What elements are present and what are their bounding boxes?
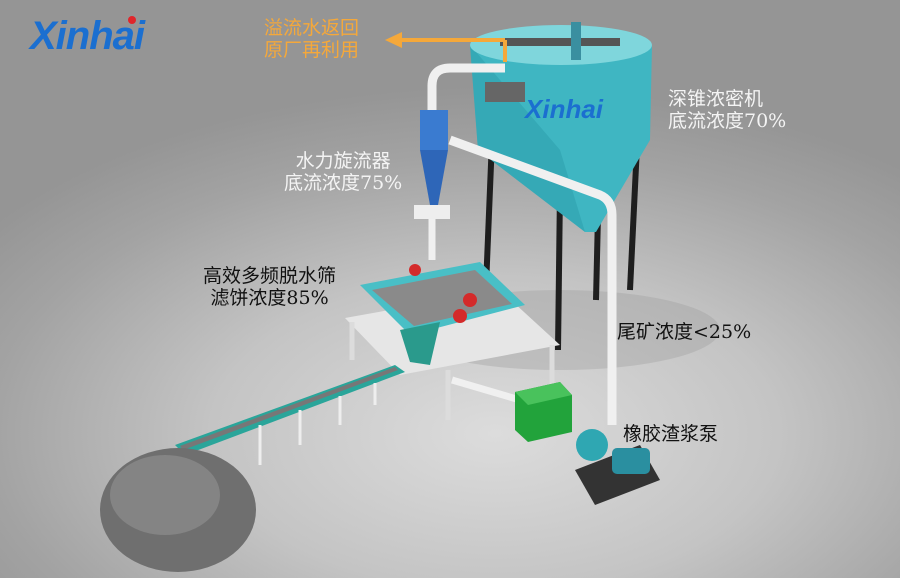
cyclone-line2: 底流浓度75% (284, 172, 403, 194)
tailings-tank (515, 382, 572, 442)
pipes (427, 63, 617, 425)
screen-line2: 滤饼浓度85% (210, 287, 329, 309)
filter-cake-pile (100, 448, 256, 572)
thickener-line1: 深锥浓密机 (668, 88, 764, 110)
brand-logo: Xinhai (30, 14, 145, 59)
thickener-line2: 底流浓度70% (668, 110, 787, 132)
rubber-slurry-pump (575, 429, 660, 505)
belt-conveyor (175, 365, 405, 465)
cyclone-label: 水力旋流器 底流浓度75% (284, 150, 402, 194)
overflow-arrow (385, 32, 507, 62)
cyclone-line1: 水力旋流器 (295, 150, 391, 172)
screen-line1: 高效多频脱水筛 (203, 265, 337, 287)
thickener-logo: Xinhai (523, 94, 604, 124)
screen-label: 高效多频脱水筛 滤饼浓度85% (203, 265, 336, 309)
deep-cone-thickener: Xinhai (470, 22, 652, 232)
hydrocyclone (414, 110, 450, 219)
overflow-line1: 溢流水返回 (264, 17, 360, 39)
logo-text: Xinhai (30, 14, 145, 58)
logo-dot (128, 16, 136, 24)
pump-label: 橡胶渣浆泵 (623, 423, 719, 445)
tailings-label: 尾矿浓度<25% (617, 321, 752, 343)
overflow-label: 溢流水返回 原厂再利用 (264, 17, 359, 61)
dewatering-screen (360, 262, 525, 365)
thickener-label: 深锥浓密机 底流浓度70% (668, 88, 786, 132)
overflow-line2: 原厂再利用 (264, 39, 360, 61)
